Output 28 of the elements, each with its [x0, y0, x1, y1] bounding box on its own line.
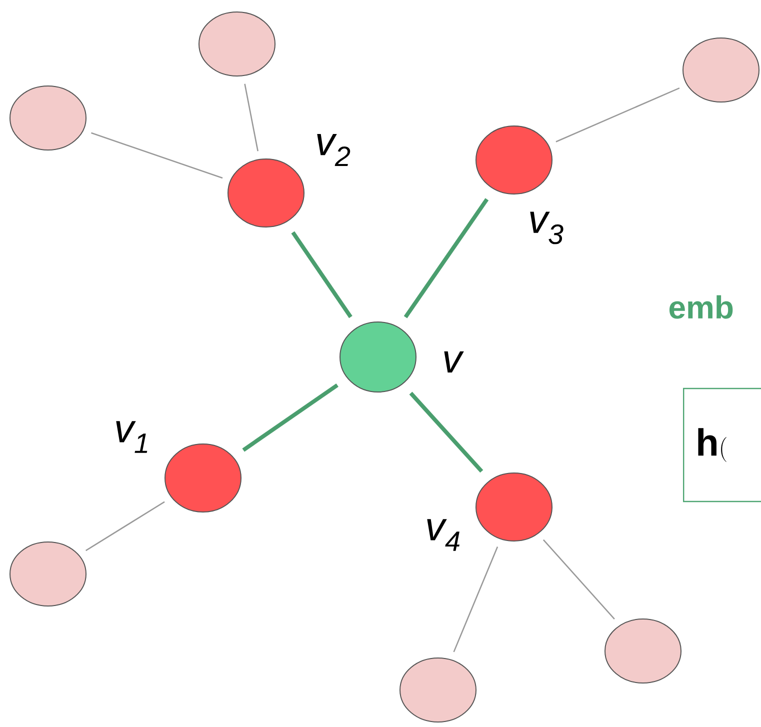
graph-node	[682, 38, 760, 102]
graph-node	[164, 444, 242, 512]
edge-line	[542, 539, 615, 620]
edge-line	[244, 84, 258, 152]
formula-box: $\mathbf{h}($	[683, 388, 761, 502]
heading-text: emb	[669, 295, 733, 319]
graph-node	[604, 618, 682, 684]
node-label: v$_{4}$	[427, 519, 460, 551]
node-label: v	[444, 351, 464, 373]
graph-node	[476, 126, 552, 194]
graph-node	[10, 542, 86, 606]
node-label: v$_{2}$	[317, 134, 350, 166]
edge-line	[556, 87, 680, 142]
graph-node	[340, 322, 416, 392]
graph-node	[476, 472, 552, 542]
graph-node	[198, 12, 276, 76]
node-label: v$_{1}$	[116, 421, 148, 453]
graph-node	[228, 158, 304, 228]
edge-line	[91, 132, 223, 179]
edge-line	[453, 546, 498, 652]
node-label: v$_{3}$	[530, 212, 564, 244]
edge-line	[291, 231, 352, 318]
edge-line	[86, 501, 165, 552]
edge-line	[409, 392, 484, 473]
edge-line	[404, 198, 489, 318]
graph-node	[10, 86, 86, 150]
graph-node	[400, 658, 476, 722]
edge-line	[242, 383, 338, 452]
